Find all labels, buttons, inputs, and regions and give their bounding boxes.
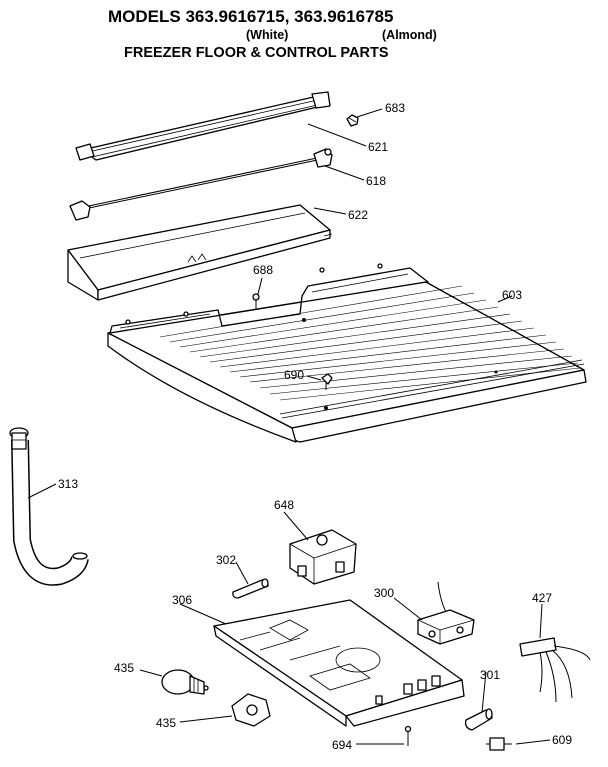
label-300: 300 <box>374 586 394 600</box>
models-heading: MODELS 363.9616715, 363.9616785 <box>108 7 393 26</box>
almond-label: (Almond) <box>382 28 437 42</box>
label-683: 683 <box>385 101 405 115</box>
label-435-bulb: 435 <box>114 661 134 675</box>
part-435-socket <box>231 693 271 727</box>
part-694-screw <box>404 725 412 746</box>
part-618-rod <box>69 148 333 221</box>
part-603-floor <box>107 263 587 443</box>
part-313-drain-tube <box>9 427 89 586</box>
part-609-switch <box>486 737 512 751</box>
label-648: 648 <box>274 498 294 512</box>
leader-lines <box>27 108 551 745</box>
label-622: 622 <box>348 208 368 222</box>
part-302-cylinder <box>232 578 269 599</box>
label-603: 603 <box>502 288 522 302</box>
label-306: 306 <box>172 593 192 607</box>
label-427: 427 <box>532 591 552 605</box>
label-302: 302 <box>216 553 236 567</box>
white-label: (White) <box>246 28 288 42</box>
label-618: 618 <box>366 174 386 188</box>
section-title: FREEZER FLOOR & CONTROL PARTS <box>124 45 389 61</box>
label-313: 313 <box>58 477 78 491</box>
part-300-thermostat <box>417 581 475 645</box>
part-306-control-housing <box>213 599 465 727</box>
part-683-clip <box>346 114 359 127</box>
part-621-rail <box>75 91 331 161</box>
part-622-trough <box>67 204 333 301</box>
part-427-harness <box>519 637 591 703</box>
label-609: 609 <box>552 733 572 747</box>
part-435-bulb <box>161 669 209 695</box>
label-621: 621 <box>368 140 388 154</box>
label-301: 301 <box>480 668 500 682</box>
label-435-socket: 435 <box>156 716 176 730</box>
label-694: 694 <box>332 738 352 752</box>
part-648-timer <box>289 529 357 585</box>
label-688: 688 <box>253 263 273 277</box>
part-301-plunger <box>464 708 493 731</box>
part-690-clip <box>321 373 333 390</box>
part-688-screw <box>252 293 260 310</box>
label-690: 690 <box>284 368 304 382</box>
